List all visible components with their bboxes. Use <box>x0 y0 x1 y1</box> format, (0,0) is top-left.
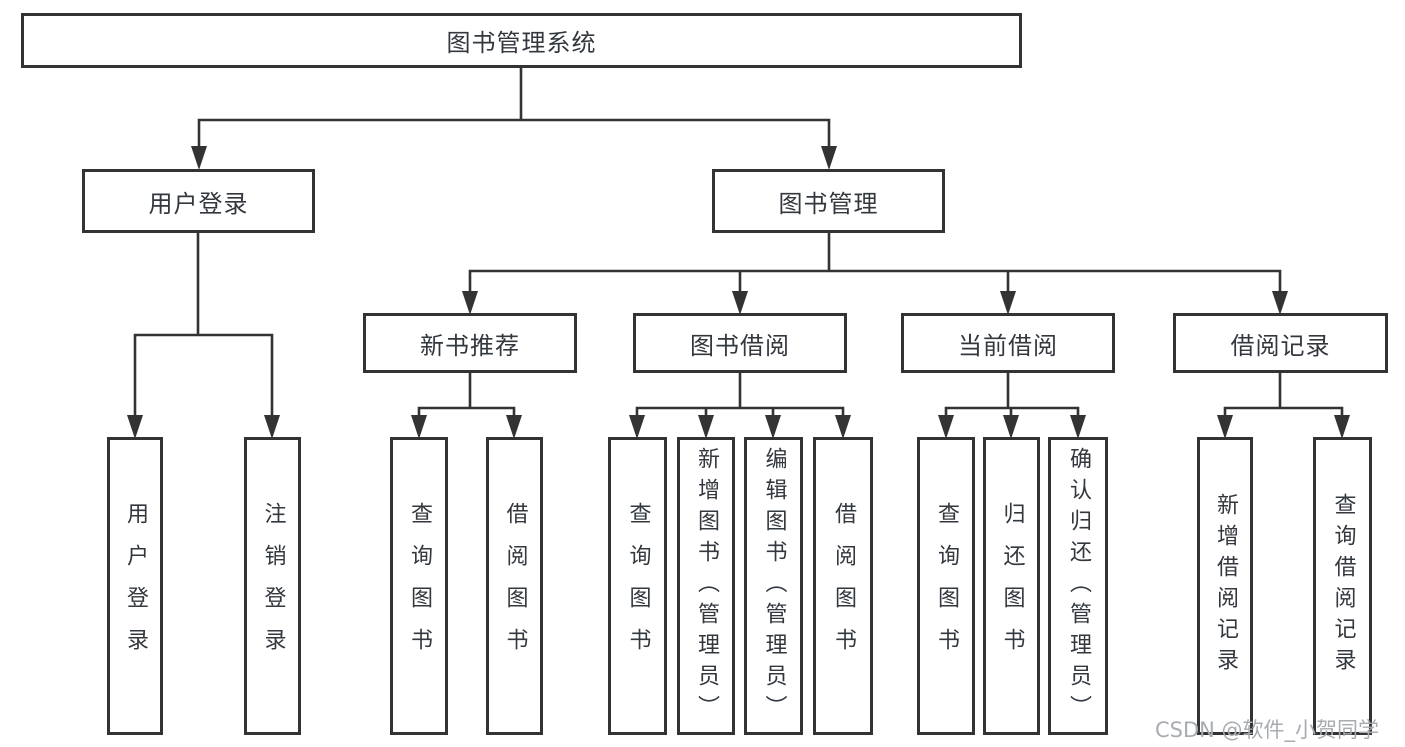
leaf-current-query-books: 查询图书 <box>917 437 975 735</box>
arrow-icon <box>191 146 207 170</box>
arrow-icon <box>821 146 837 170</box>
arrowheads <box>127 146 1350 439</box>
arrow-icon <box>1217 415 1233 439</box>
connector-userlogin-to-leaves <box>133 233 274 417</box>
arrow-icon <box>629 415 645 439</box>
leaf-logout: 注销登录 <box>244 437 301 735</box>
node-user-login: 用户登录 <box>82 169 315 233</box>
node-book-management: 图书管理 <box>712 169 945 233</box>
arrow-icon <box>732 291 748 315</box>
node-borrowing-records: 借阅记录 <box>1173 313 1388 373</box>
node-new-book-recommend: 新书推荐 <box>363 313 577 373</box>
leaf-borrowing-add-books-admin: 新增图书（管理员） <box>677 437 735 735</box>
arrow-icon <box>1334 415 1350 439</box>
arrow-icon <box>1000 291 1016 315</box>
arrow-icon <box>1272 291 1288 315</box>
leaf-current-confirm-return-admin: 确认归还（管理员） <box>1048 437 1108 735</box>
arrow-icon <box>765 415 781 439</box>
leaf-borrowing-borrow-books: 借阅图书 <box>813 437 873 735</box>
connector-current-to-leaves <box>944 373 1080 417</box>
leaf-records-query-record: 查询借阅记录 <box>1313 437 1372 735</box>
arrow-icon <box>1003 415 1019 439</box>
arrow-icon <box>411 415 427 439</box>
node-library-system: 图书管理系统 <box>21 13 1022 68</box>
leaf-records-add-record: 新增借阅记录 <box>1197 437 1253 735</box>
leaf-newrec-query-books: 查询图书 <box>390 437 448 735</box>
node-current-borrowing: 当前借阅 <box>901 313 1115 373</box>
connector-newrec-to-leaves <box>417 373 516 417</box>
connector-root-to-level2 <box>197 68 831 150</box>
arrow-icon <box>835 415 851 439</box>
arrow-icon <box>698 415 714 439</box>
leaf-current-return-books: 归还图书 <box>983 437 1040 735</box>
arrow-icon <box>1070 415 1086 439</box>
leaf-borrowing-edit-books-admin: 编辑图书（管理员） <box>744 437 803 735</box>
leaf-user-login: 用户登录 <box>107 437 163 735</box>
arrow-icon <box>506 415 522 439</box>
arrow-icon <box>127 415 143 439</box>
connector-bookmgmt-to-level3 <box>468 233 1282 293</box>
node-book-borrowing: 图书借阅 <box>633 313 847 373</box>
leaf-borrowing-query-books: 查询图书 <box>608 437 667 735</box>
arrow-icon <box>938 415 954 439</box>
arrow-icon <box>264 415 280 439</box>
leaf-newrec-borrow-books: 借阅图书 <box>486 437 543 735</box>
arrow-icon <box>462 291 478 315</box>
connector-records-to-leaves <box>1223 373 1344 417</box>
connector-borrowing-to-leaves <box>635 373 845 417</box>
